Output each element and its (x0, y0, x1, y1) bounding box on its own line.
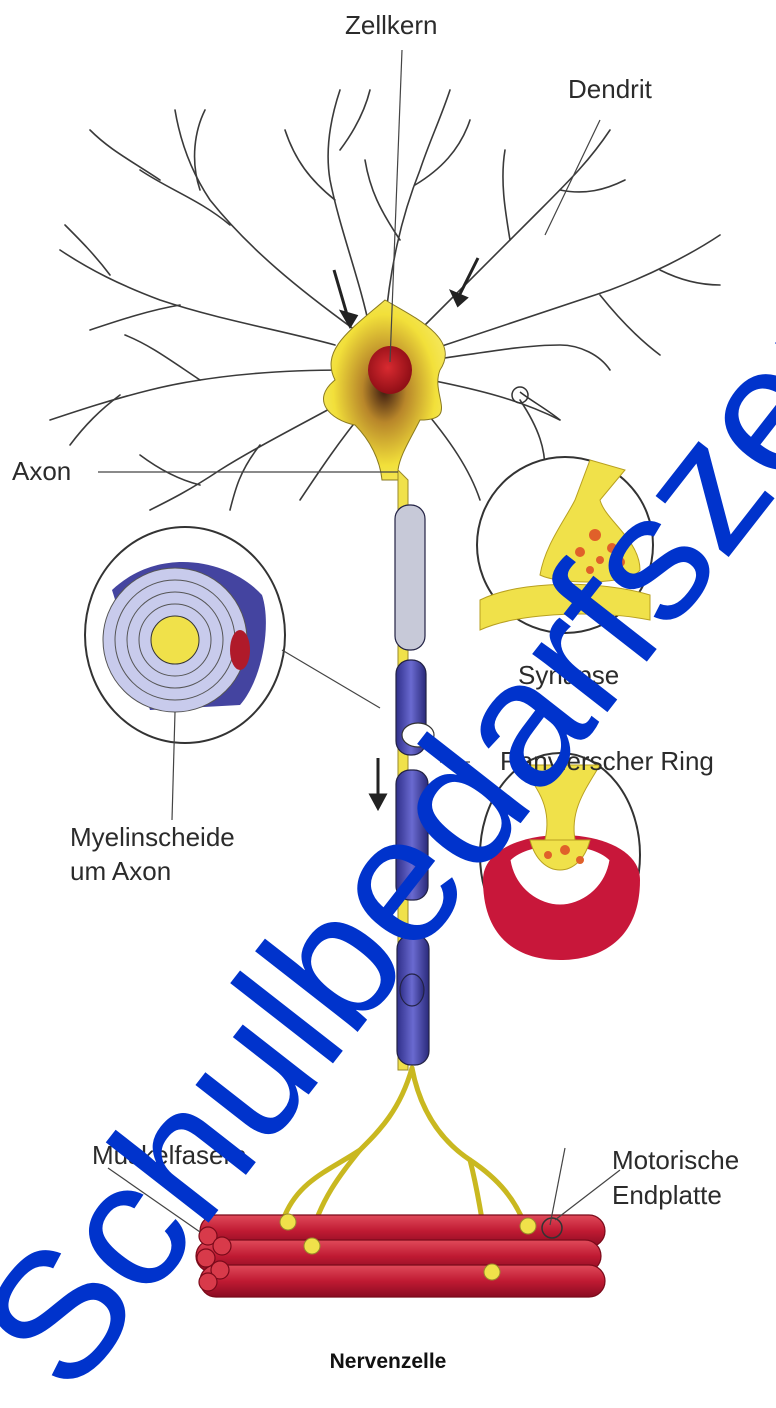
muscle-fibers (196, 1215, 605, 1297)
label-muscle: Muskelfasern (92, 1140, 247, 1170)
label-node: Ranvierscher Ring (500, 746, 714, 776)
figure-caption: Nervenzelle (0, 1350, 776, 1374)
synapse-inset (477, 387, 653, 633)
label-dendrite: Dendrit (568, 74, 652, 104)
myelin-inset (85, 527, 285, 743)
label-myelin-line1: Myelinscheide (70, 822, 235, 852)
myelin-segments (395, 505, 434, 1065)
label-myelin-line2: um Axon (70, 856, 171, 886)
label-endplate-line1: Motorische (612, 1145, 739, 1175)
label-endplate-line2: Endplatte (612, 1180, 722, 1210)
endplate-inset (480, 753, 640, 960)
label-nucleus: Zellkern (345, 10, 437, 40)
label-synapse: Synapse (518, 660, 619, 690)
label-axon: Axon (12, 456, 71, 486)
